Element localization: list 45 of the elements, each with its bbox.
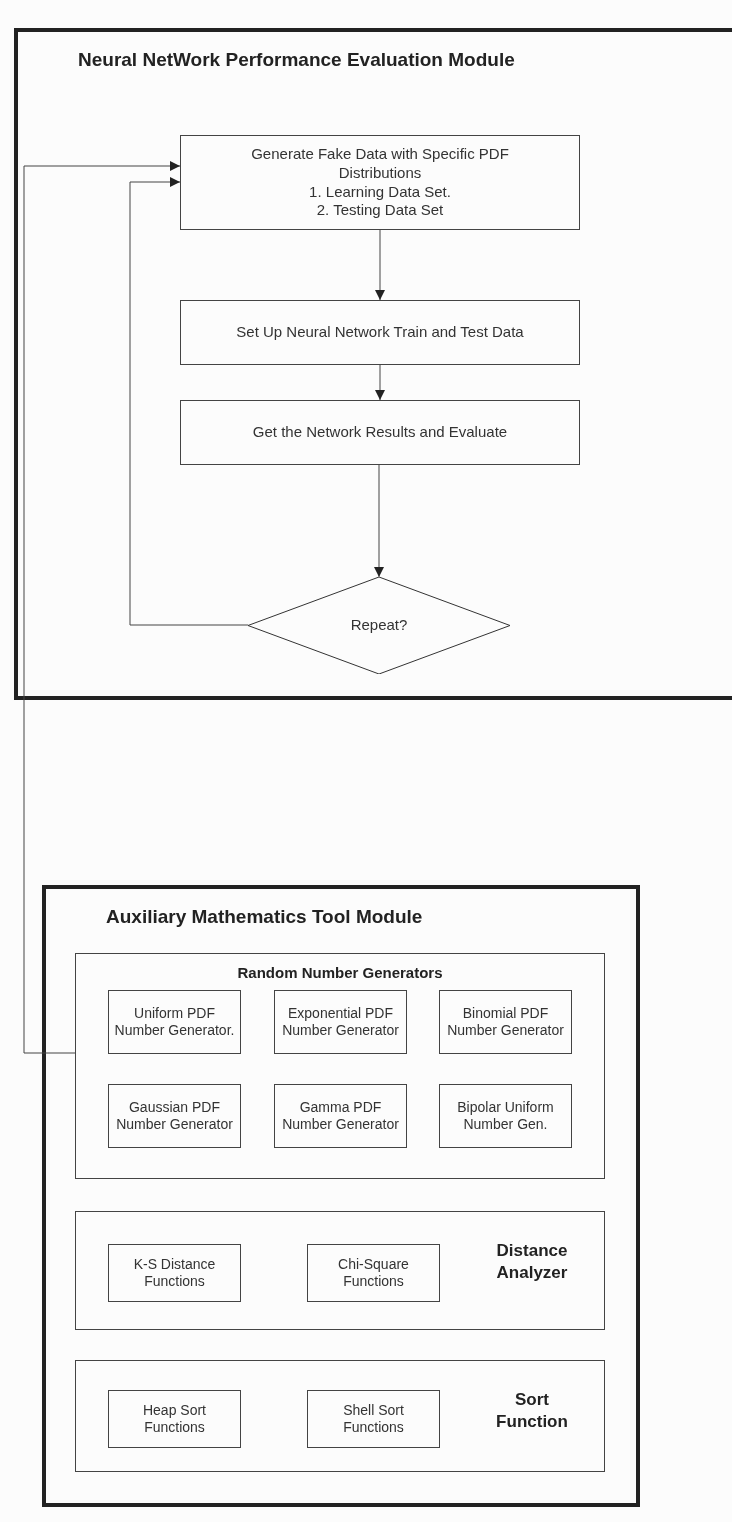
function-box	[307, 1390, 440, 1448]
function-box	[439, 990, 572, 1054]
connector-arrow	[23, 161, 181, 1054]
module-frame	[14, 28, 732, 700]
box-label: 2. Testing Data Set	[316, 201, 444, 220]
box-label: Get the Network Results and Evaluate	[252, 423, 508, 442]
group-title: Distance Analyzer	[495, 1240, 569, 1285]
function-box	[439, 1084, 572, 1148]
function-box	[108, 1084, 241, 1148]
function-box	[108, 1244, 241, 1302]
group-box	[75, 1211, 605, 1330]
group-box	[75, 953, 605, 1179]
connector-arrow	[375, 229, 385, 301]
process-box	[180, 400, 580, 465]
box-label: Gaussian PDF Number Generator	[115, 1099, 234, 1133]
decision-diamond	[248, 577, 510, 674]
connector-arrow	[375, 364, 385, 401]
box-label: Chi-Square Functions	[337, 1256, 410, 1290]
process-box	[180, 300, 580, 365]
connector-arrow	[374, 464, 384, 578]
box-label: Shell Sort Functions	[342, 1402, 405, 1436]
function-box	[108, 1390, 241, 1448]
group-title: Sort Function	[495, 1389, 569, 1434]
function-box	[307, 1244, 440, 1302]
box-label: Uniform PDF Number Generator.	[113, 1005, 236, 1039]
process-box	[180, 135, 580, 230]
module-title: Neural NetWork Performance Evaluation Module	[78, 48, 515, 72]
box-label: Exponential PDF Number Generator	[281, 1005, 400, 1039]
group-box	[75, 1360, 605, 1472]
box-label: K-S Distance Functions	[132, 1256, 217, 1290]
module-frame	[42, 885, 640, 1507]
box-label: Gamma PDF Number Generator	[281, 1099, 400, 1133]
function-box	[274, 990, 407, 1054]
function-box	[274, 1084, 407, 1148]
decision-label: Repeat?	[350, 615, 408, 636]
box-label: Heap Sort Functions	[141, 1402, 207, 1436]
box-label: 1. Learning Data Set.	[309, 182, 451, 202]
box-label: Bipolar Uniform Number Gen.	[456, 1099, 555, 1133]
function-box	[108, 990, 241, 1054]
group-title: Random Number Generators	[236, 963, 444, 983]
box-label: Set Up Neural Network Train and Test Data	[236, 323, 524, 342]
module-title: Auxiliary Mathematics Tool Module	[106, 905, 423, 929]
box-label: Generate Fake Data with Specific PDF Distributions	[250, 145, 510, 183]
connector-arrow	[129, 177, 249, 626]
box-label: Binomial PDF Number Generator	[446, 1005, 565, 1039]
